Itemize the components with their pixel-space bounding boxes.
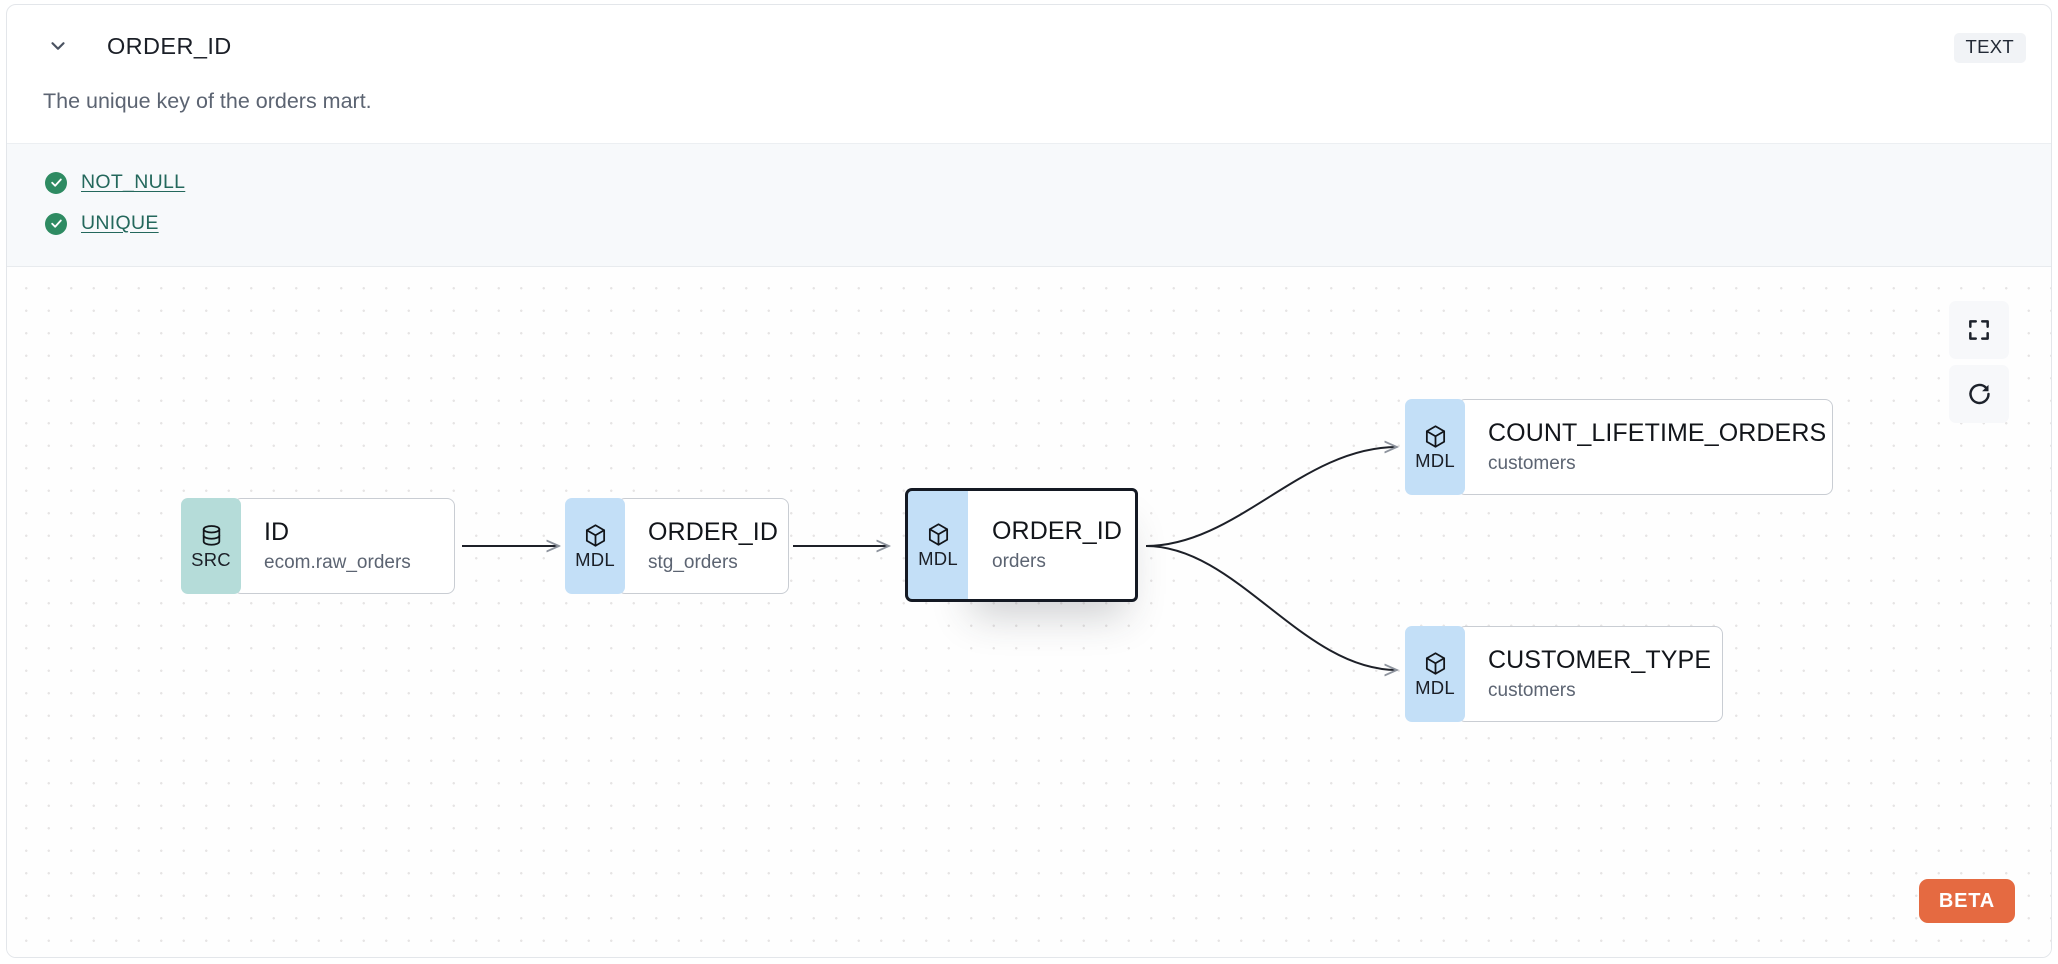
node-title: ORDER_ID (648, 517, 778, 546)
test-row: NOT_NULL (7, 162, 2051, 203)
node-subtitle: customers (1488, 453, 1576, 475)
cube-icon (926, 522, 951, 547)
node-card[interactable]: ORDER_ID orders (959, 488, 1138, 602)
fullscreen-icon (1966, 317, 1992, 343)
edge-orders-to-type (1145, 545, 1397, 670)
node-card[interactable]: ORDER_ID stg_orders (617, 498, 789, 594)
lineage-node-customer-type[interactable]: MDL CUSTOMER_TYPE customers (1405, 626, 1723, 722)
node-badge-label: SRC (191, 548, 231, 570)
cube-icon (1423, 651, 1448, 676)
canvas-controls (1949, 301, 2009, 423)
page-title: ORDER_ID (107, 32, 232, 59)
edge-orders-to-count (1145, 447, 1397, 547)
node-badge-label: MDL (918, 547, 958, 569)
check-circle-icon (45, 171, 67, 194)
node-subtitle: ecom.raw_orders (264, 552, 411, 574)
node-badge-mdl: MDL (565, 498, 625, 594)
beta-badge[interactable]: BETA (1918, 879, 2015, 923)
test-link-not-null[interactable]: NOT_NULL (81, 171, 186, 193)
node-subtitle: customers (1488, 680, 1576, 702)
lineage-node-orders-order-id[interactable]: MDL ORDER_ID orders (905, 488, 1138, 602)
lineage-canvas[interactable]: SRC ID ecom.raw_orders (7, 267, 2051, 957)
node-badge-mdl: MDL (905, 488, 968, 602)
fullscreen-button[interactable] (1949, 301, 2009, 359)
lineage-edges (462, 267, 2051, 957)
lineage-node-stg-order-id[interactable]: MDL ORDER_ID stg_orders (565, 498, 789, 594)
tests-section: NOT_NULL UNIQUE (7, 143, 2051, 267)
chevron-down-icon[interactable] (43, 31, 73, 61)
panel-header: ORDER_ID TEXT (7, 5, 2051, 91)
node-badge-label: MDL (1415, 449, 1455, 471)
node-title: ID (264, 517, 290, 546)
data-type-badge: TEXT (1953, 33, 2026, 63)
lineage-node-count-lifetime-orders[interactable]: MDL COUNT_LIFETIME_ORDERS customers (1405, 399, 1833, 495)
column-description: The unique key of the orders mart. (43, 89, 372, 113)
cube-icon (1423, 424, 1448, 449)
node-subtitle: stg_orders (648, 552, 738, 574)
node-card[interactable]: ID ecom.raw_orders (233, 498, 455, 594)
node-badge-src: SRC (181, 498, 241, 594)
node-card[interactable]: CUSTOMER_TYPE customers (1457, 626, 1723, 722)
cube-icon (583, 523, 608, 548)
node-title: CUSTOMER_TYPE (1488, 645, 1712, 674)
refresh-button[interactable] (1949, 365, 2009, 423)
node-title: ORDER_ID (992, 516, 1122, 545)
database-icon (199, 523, 224, 548)
check-circle-icon (45, 212, 67, 235)
test-row: UNIQUE (7, 203, 2051, 244)
node-badge-label: MDL (575, 548, 615, 570)
test-link-unique[interactable]: UNIQUE (81, 212, 159, 234)
node-badge-label: MDL (1415, 676, 1455, 698)
node-subtitle: orders (992, 551, 1046, 573)
lineage-node-src-id[interactable]: SRC ID ecom.raw_orders (181, 498, 455, 594)
node-title: COUNT_LIFETIME_ORDERS (1488, 418, 1827, 447)
column-detail-panel: ORDER_ID TEXT The unique key of the orde… (6, 4, 2052, 958)
node-badge-mdl: MDL (1405, 626, 1465, 722)
node-card[interactable]: COUNT_LIFETIME_ORDERS customers (1457, 399, 1833, 495)
header-row: ORDER_ID (7, 5, 232, 61)
node-badge-mdl: MDL (1405, 399, 1465, 495)
refresh-icon (1966, 381, 1993, 408)
